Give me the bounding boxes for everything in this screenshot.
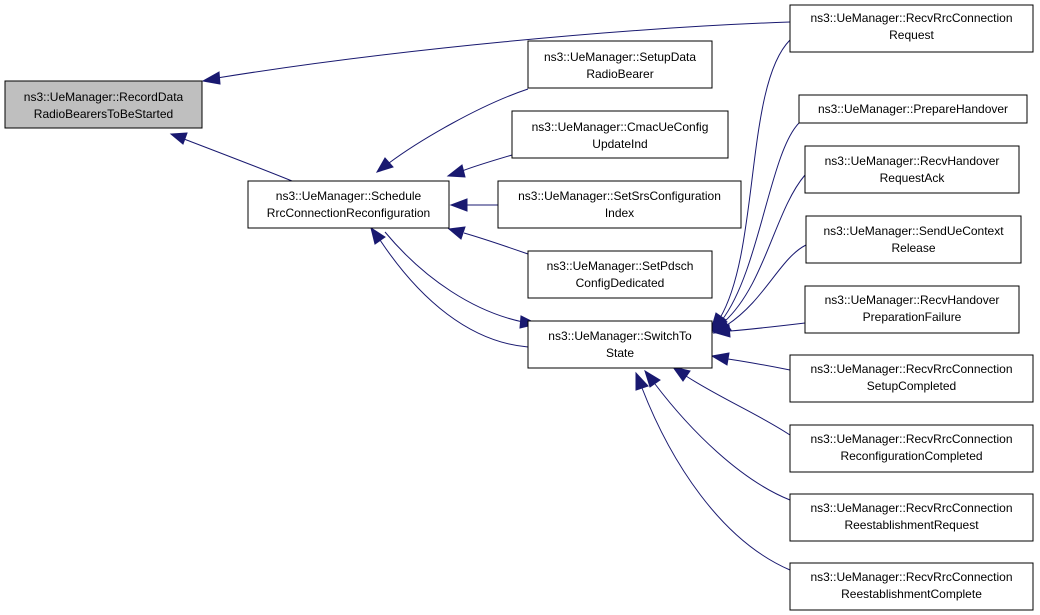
node-label-line1: ns3::UeManager::RecordData (24, 90, 184, 104)
node-label-line2: SetupCompleted (867, 379, 956, 393)
node-recv-rrc-connection-setup-completed[interactable]: ns3::UeManager::RecvRrcConnection SetupC… (789, 354, 1034, 403)
node-cmac-ue-config-update-ind[interactable]: ns3::UeManager::CmacUeConfig UpdateInd (511, 110, 729, 159)
node-label-line2: RadioBearer (586, 67, 653, 81)
edge-sendctx-to-switch (712, 244, 807, 334)
node-label-line2: RequestAck (880, 171, 946, 185)
node-label-line1: ns3::UeManager::RecvHandover (825, 293, 1000, 307)
node-set-srs-configuration-index[interactable]: ns3::UeManager::SetSrsConfiguration Inde… (497, 180, 742, 229)
node-label-line1: ns3::UeManager::CmacUeConfig (532, 120, 709, 134)
node-recv-handover-request-ack[interactable]: ns3::UeManager::RecvHandover RequestAck (804, 145, 1020, 194)
node-label-line2: RadioBearersToBeStarted (34, 107, 173, 121)
node-label-line1: ns3::UeManager::RecvRrcConnection (810, 11, 1012, 25)
node-label-line1: ns3::UeManager::Schedule (276, 189, 422, 203)
node-setup-data-radio-bearer[interactable]: ns3::UeManager::SetupData RadioBearer (527, 40, 713, 89)
node-label-line2: UpdateInd (592, 137, 647, 151)
node-label-line1: ns3::UeManager::SetSrsConfiguration (518, 189, 721, 203)
node-label-line1: ns3::UeManager::RecvHandover (825, 154, 1000, 168)
edges (169, 21, 807, 571)
node-recv-rrc-connection-reestablishment-request[interactable]: ns3::UeManager::RecvRrcConnection Reesta… (789, 493, 1034, 542)
node-label-line1: ns3::UeManager::RecvRrcConnection (810, 570, 1012, 584)
node-prepare-handover[interactable]: ns3::UeManager::PrepareHandover (798, 94, 1028, 124)
node-label-line2: State (606, 346, 634, 360)
node-label-line2: Index (605, 206, 634, 220)
node-label-line1: ns3::UeManager::RecvRrcConnection (810, 501, 1012, 515)
edge-recvhofail-to-switch (711, 322, 806, 338)
node-label-line2: RrcConnectionReconfiguration (267, 206, 430, 220)
edge-cmac-to-schedule (446, 154, 513, 178)
node-label-line2: ReconfigurationCompleted (840, 449, 982, 463)
edge-schedule-to-record (169, 132, 293, 182)
node-label-line1: ns3::UeManager::SendUeContext (823, 224, 1004, 238)
node-label-line1: ns3::UeManager::SetupData (544, 50, 696, 64)
node-label-line2: PreparationFailure (863, 310, 962, 324)
edge-recvreconf-to-switch (671, 366, 791, 436)
node-label-line1: ns3::UeManager::PrepareHandover (818, 102, 1008, 116)
node-label-line1: ns3::UeManager::SetPdsch (547, 259, 694, 273)
node-label-line2: ReestablishmentRequest (844, 518, 979, 532)
edge-recvreq-to-record (201, 21, 791, 85)
node-label-line2: ReestablishmentComplete (841, 587, 982, 601)
node-label-line2: ConfigDedicated (576, 276, 665, 290)
node-schedule-rrc-connection-reconfiguration[interactable]: ns3::UeManager::Schedule RrcConnectionRe… (247, 180, 450, 229)
edge-recvsetup-to-switch (710, 352, 791, 371)
node-label-line2: Release (891, 241, 935, 255)
node-switch-to-state[interactable]: ns3::UeManager::SwitchTo State (527, 320, 713, 369)
node-recv-rrc-connection-reconfiguration-completed[interactable]: ns3::UeManager::RecvRrcConnection Reconf… (789, 424, 1034, 473)
edge-setupdata-to-schedule (375, 88, 529, 173)
edge-recvreestreq-to-switch (644, 369, 791, 501)
edge-switch-to-schedule (370, 226, 529, 348)
edge-setpdsch-to-schedule (447, 226, 529, 255)
nodes: ns3::UeManager::RecordData RadioBearersT… (4, 4, 1034, 611)
node-send-ue-context-release[interactable]: ns3::UeManager::SendUeContext Release (805, 215, 1022, 264)
node-recv-rrc-connection-request[interactable]: ns3::UeManager::RecvRrcConnection Reques… (789, 4, 1034, 53)
node-recv-handover-preparation-failure[interactable]: ns3::UeManager::RecvHandover Preparation… (804, 285, 1020, 334)
node-label-line2: Request (889, 28, 934, 42)
edge-recvreestcomp-to-switch (635, 371, 791, 571)
node-label-line1: ns3::UeManager::RecvRrcConnection (810, 432, 1012, 446)
node-recv-rrc-connection-reestablishment-complete[interactable]: ns3::UeManager::RecvRrcConnection Reesta… (789, 562, 1034, 611)
node-label-line1: ns3::UeManager::SwitchTo (548, 329, 692, 343)
edge-setsrs-to-schedule (449, 198, 498, 212)
node-set-pdsch-config-dedicated[interactable]: ns3::UeManager::SetPdsch ConfigDedicated (527, 250, 713, 299)
node-label-line1: ns3::UeManager::RecvRrcConnection (810, 362, 1012, 376)
node-record-data-radio-bearers: ns3::UeManager::RecordData RadioBearersT… (4, 80, 203, 129)
edge-schedule-to-switch (384, 231, 539, 329)
